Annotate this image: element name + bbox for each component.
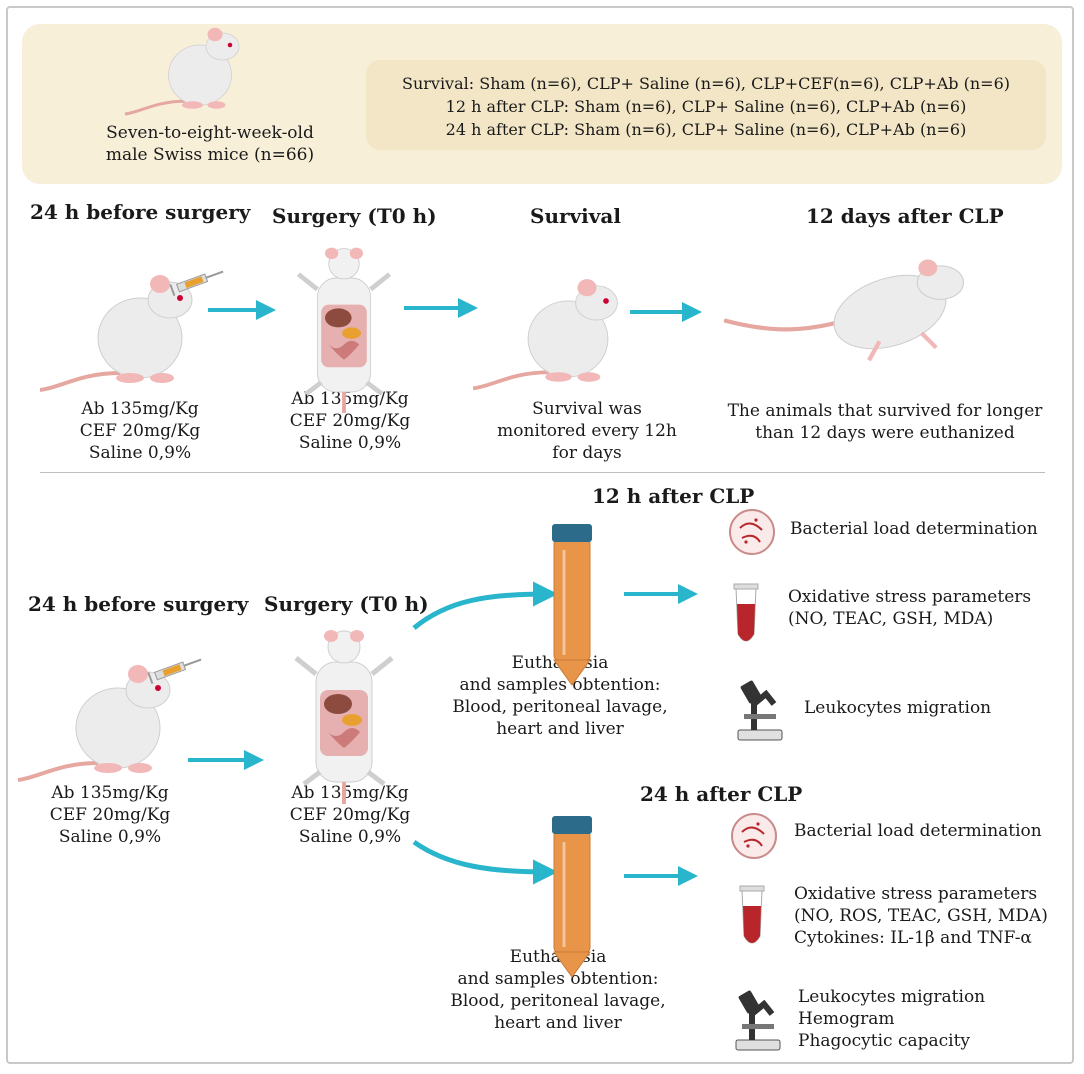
dose-line: Ab 135mg/Kg bbox=[81, 399, 199, 419]
group-line-survival: Survival: Sham (n=6), CLP+ Saline (n=6),… bbox=[401, 74, 1011, 93]
mouse-running-icon bbox=[723, 259, 965, 362]
dose-line: Ab 135mg/Kg bbox=[291, 783, 409, 803]
branch24-title: 24 h after CLP bbox=[640, 782, 803, 806]
survival-step3-title: Survival bbox=[530, 204, 621, 228]
survival-text-line: monitored every 12h bbox=[497, 421, 677, 441]
branch24-bacterial-load: Bacterial load determination bbox=[794, 821, 1042, 841]
euthanized-text-line: The animals that survived for longer bbox=[727, 401, 1043, 421]
cytokines-line: Cytokines: IL-1β and TNF-α bbox=[794, 928, 1032, 948]
group-line-12h: 12 h after CLP: Sham (n=6), CLP+ Saline … bbox=[445, 97, 967, 116]
section-divider bbox=[40, 472, 1045, 473]
branch24-arrow-icon bbox=[412, 839, 558, 885]
oxidative-line: Oxidative stress parameters bbox=[794, 884, 1038, 904]
survival-step4-text: The animals that survived for longer tha… bbox=[700, 400, 1070, 444]
dose-line: CEF 20mg/Kg bbox=[289, 411, 411, 431]
survival-text-line: for days bbox=[552, 443, 622, 463]
branch12-euthanasia: Euthanasia and samples obtention: Blood,… bbox=[440, 652, 680, 740]
branch12-leukocytes: Leukocytes migration bbox=[804, 698, 992, 718]
dose-line: Saline 0,9% bbox=[298, 827, 402, 847]
branch12-arrow-icon bbox=[412, 581, 558, 630]
mice-description-line: male Swiss mice (n=66) bbox=[105, 145, 315, 165]
mouse-icon bbox=[123, 26, 241, 116]
groups-list-panel bbox=[366, 60, 1046, 150]
dose-line: CEF 20mg/Kg bbox=[49, 805, 171, 825]
petri-dish-icon bbox=[731, 813, 777, 859]
group-line-24h: 24 h after CLP: Sham (n=6), CLP+ Saline … bbox=[445, 120, 967, 139]
euthanized-text-line: than 12 days were euthanized bbox=[755, 423, 1015, 443]
microscope-icon bbox=[738, 680, 782, 740]
blood-tube-icon bbox=[733, 583, 759, 642]
leukocytes-line: Leukocytes migration bbox=[798, 987, 986, 1007]
figure-frame bbox=[6, 6, 1074, 1064]
survival-step1-doses: Ab 135mg/Kg CEF 20mg/Kg Saline 0,9% bbox=[40, 398, 240, 464]
dose-line: Saline 0,9% bbox=[88, 443, 192, 463]
mouse-gavage-icon bbox=[38, 273, 194, 392]
mouse-surgery-icon bbox=[296, 630, 392, 804]
blood-tube-icon bbox=[739, 885, 765, 944]
mice-description: Seven-to-eight-week-old male Swiss mice … bbox=[60, 122, 360, 166]
euthanasia-line: heart and liver bbox=[494, 1013, 622, 1033]
groups-list: Survival: Sham (n=6), CLP+ Saline (n=6),… bbox=[366, 72, 1046, 141]
analysis-step2-doses: Ab 135mg/Kg CEF 20mg/Kg Saline 0,9% bbox=[250, 782, 450, 848]
dose-line: Saline 0,9% bbox=[58, 827, 162, 847]
oxidative-line: Oxidative stress parameters bbox=[788, 587, 1032, 607]
mouse-surgery-icon bbox=[298, 248, 389, 413]
dose-line: CEF 20mg/Kg bbox=[79, 421, 201, 441]
branch12-oxidative: Oxidative stress parameters (NO, TEAC, G… bbox=[788, 586, 1031, 630]
oxidative-line: (NO, ROS, TEAC, GSH, MDA) bbox=[794, 906, 1048, 926]
euthanasia-line: Blood, peritoneal lavage, bbox=[450, 991, 666, 1011]
euthanasia-line: and samples obtention: bbox=[457, 969, 659, 989]
euthanasia-line: Blood, peritoneal lavage, bbox=[452, 697, 668, 717]
mice-description-line: Seven-to-eight-week-old bbox=[106, 123, 314, 143]
branch24-leukocytes: Leukocytes migration Hemogram Phagocytic… bbox=[798, 986, 985, 1052]
branch12-bacterial-load: Bacterial load determination bbox=[790, 519, 1038, 539]
survival-step2-title: Surgery (T0 h) bbox=[272, 204, 437, 228]
survival-step4-title: 12 days after CLP bbox=[806, 204, 1004, 228]
euthanasia-line: and samples obtention: bbox=[459, 675, 661, 695]
microscope-icon bbox=[736, 990, 780, 1050]
falcon-tube-icon bbox=[550, 522, 594, 687]
survival-text-line: Survival was bbox=[532, 399, 642, 419]
mouse-resting-icon bbox=[471, 277, 620, 391]
analysis-step1-doses: Ab 135mg/Kg CEF 20mg/Kg Saline 0,9% bbox=[10, 782, 210, 848]
falcon-tube-icon bbox=[550, 814, 594, 979]
branch24-euthanasia: Euthanasia and samples obtention: Blood,… bbox=[436, 946, 680, 1034]
survival-step1-title: 24 h before surgery bbox=[30, 200, 251, 224]
dose-line: Saline 0,9% bbox=[298, 433, 402, 453]
branch12-title: 12 h after CLP bbox=[592, 484, 755, 508]
oxidative-line: (NO, TEAC, GSH, MDA) bbox=[788, 609, 994, 629]
phagocytic-line: Phagocytic capacity bbox=[798, 1031, 971, 1051]
euthanasia-line: heart and liver bbox=[496, 719, 624, 739]
dose-line: Ab 135mg/Kg bbox=[51, 783, 169, 803]
analysis-step2-title: Surgery (T0 h) bbox=[264, 592, 429, 616]
hemogram-line: Hemogram bbox=[798, 1009, 895, 1029]
dose-line: CEF 20mg/Kg bbox=[289, 805, 411, 825]
branch24-oxidative: Oxidative stress parameters (NO, ROS, TE… bbox=[794, 883, 1048, 949]
petri-dish-icon bbox=[729, 509, 775, 555]
analysis-step1-title: 24 h before surgery bbox=[28, 592, 249, 616]
mouse-gavage-icon bbox=[16, 663, 172, 782]
survival-step3-text: Survival was monitored every 12h for day… bbox=[482, 398, 692, 464]
